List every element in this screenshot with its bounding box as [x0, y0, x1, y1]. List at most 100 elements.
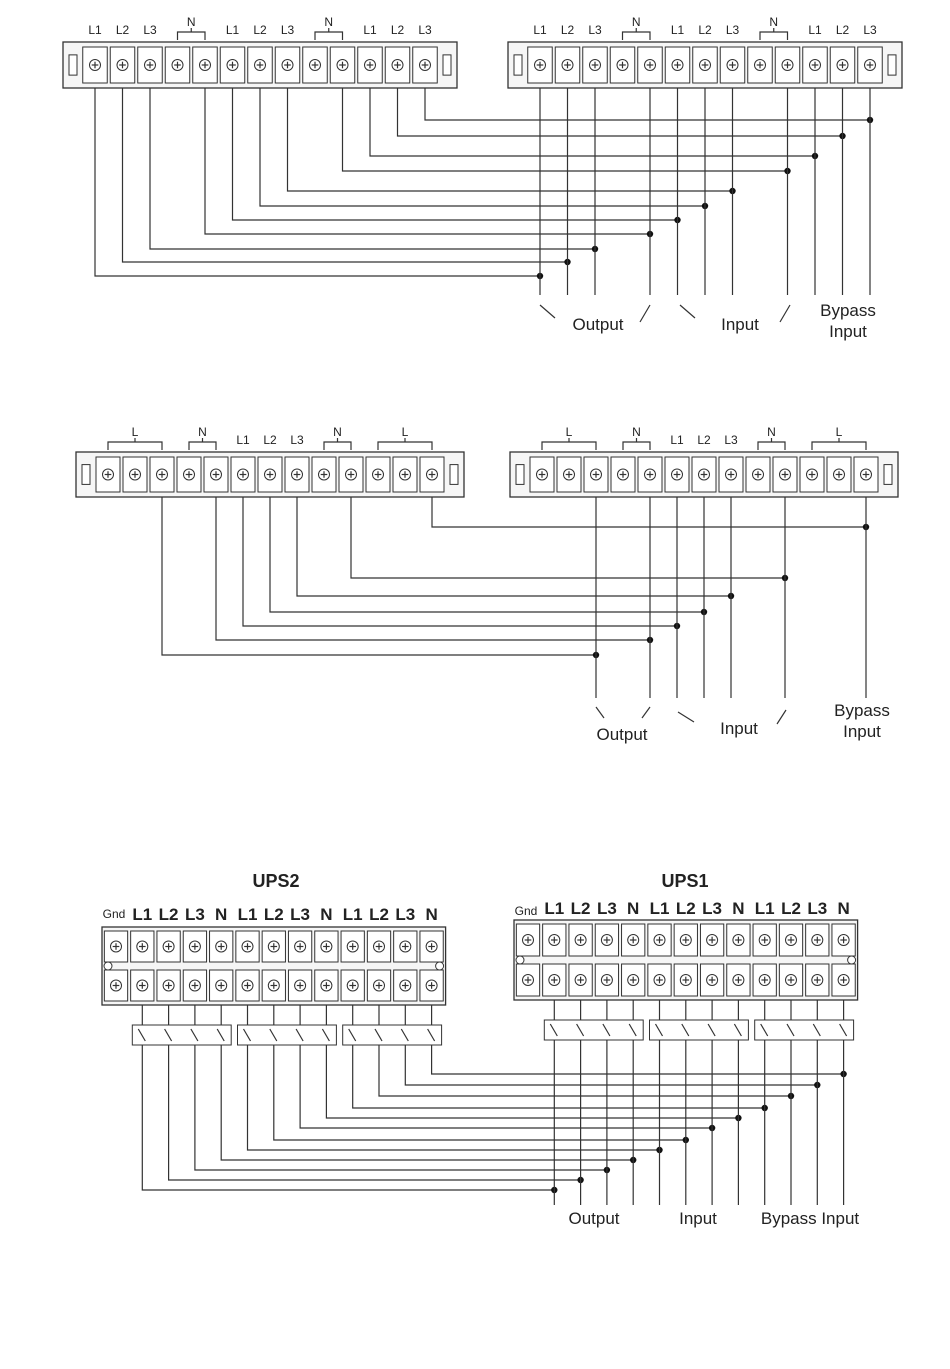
breaker-box-ups1 [650, 1020, 749, 1040]
wire-left-to-right [351, 497, 785, 578]
wire-left-to-right [343, 88, 788, 171]
wire-left-to-right [221, 1045, 633, 1160]
terminal-label: N [324, 15, 333, 29]
mounting-tab [450, 465, 458, 485]
terminal-label: L2 [697, 433, 711, 447]
terminal-label: L3 [395, 905, 415, 924]
label-bracket [178, 32, 206, 40]
mounting-tab [443, 55, 451, 75]
ground-mark-icon [104, 962, 112, 970]
terminal-label: N [767, 425, 776, 439]
breaker-box-ups2 [238, 1025, 337, 1045]
terminal-label: L [132, 425, 139, 439]
terminal-label: L3 [588, 23, 602, 37]
terminal-label: N [627, 899, 639, 918]
wire-left-to-right [370, 88, 815, 156]
terminal-strip-left [76, 452, 464, 497]
wire-left-to-right [205, 88, 650, 234]
terminal-label: L2 [264, 905, 284, 924]
terminal-label: L3 [702, 899, 722, 918]
group-label-line: Bypass [820, 301, 876, 320]
terminal-label: L3 [724, 433, 738, 447]
terminal-label: L3 [143, 23, 157, 37]
terminal-label: N [320, 905, 332, 924]
group-tick [642, 707, 650, 718]
terminal-label: L2 [391, 23, 405, 37]
terminal-label: L3 [185, 905, 205, 924]
group-tick [777, 710, 786, 724]
mounting-tab [516, 465, 524, 485]
terminal-strip-left [63, 42, 457, 88]
terminal-label-gnd: Gnd [103, 907, 126, 921]
mounting-tab [888, 55, 896, 75]
group-label-bypass-input: Bypass Input [761, 1209, 860, 1228]
group-label-output: Output [568, 1209, 619, 1228]
wire-left-to-right [353, 1045, 765, 1108]
terminal-label: L3 [281, 23, 295, 37]
breaker-box-ups2 [132, 1025, 231, 1045]
terminal-label: L3 [807, 899, 827, 918]
terminal-label: L [566, 425, 573, 439]
group-label-bypass-input: BypassInput [820, 301, 876, 341]
wire-left-to-right [432, 497, 866, 527]
diagram-single-phase-terminals: LNL1L2L3NLLNL1L2L3NLOutputInputBypassInp… [76, 425, 898, 744]
group-tick [596, 707, 604, 718]
terminal-label: L2 [369, 905, 389, 924]
terminal-label: L1 [363, 23, 377, 37]
wire-left-to-right [326, 1045, 738, 1118]
terminal-label: L3 [290, 433, 304, 447]
terminal-label: L1 [533, 23, 547, 37]
terminal-label: N [837, 899, 849, 918]
group-label-input: Input [720, 719, 758, 738]
terminal-strip-right [510, 452, 898, 497]
terminal-label: N [632, 15, 641, 29]
terminal-label: N [732, 899, 744, 918]
terminal-label: L3 [863, 23, 877, 37]
terminal-label: L [836, 425, 843, 439]
group-label-line: Input [829, 322, 867, 341]
wire-left-to-right [405, 1045, 817, 1085]
label-bracket [324, 442, 351, 450]
terminal-strip-right [508, 42, 902, 88]
group-tick [540, 305, 555, 318]
label-bracket [189, 442, 216, 450]
wire-left-to-right [398, 88, 843, 136]
terminal-label: L2 [263, 433, 277, 447]
ups-title-left: UPS2 [252, 871, 299, 891]
breaker-box-ups1 [755, 1020, 854, 1040]
label-bracket [623, 442, 650, 450]
terminal-label: L1 [755, 899, 775, 918]
label-bracket [378, 442, 432, 450]
label-bracket [108, 442, 162, 450]
mounting-tab [514, 55, 522, 75]
wire-left-to-right [260, 88, 705, 206]
terminal-label: L2 [159, 905, 179, 924]
breaker-box-ups2 [343, 1025, 442, 1045]
wire-left-to-right [297, 497, 731, 596]
label-bracket [623, 32, 651, 40]
terminal-label: L1 [808, 23, 822, 37]
wire-left-to-right [95, 88, 540, 276]
terminal-label: N [198, 425, 207, 439]
terminal-label: L2 [836, 23, 850, 37]
group-tick [680, 305, 695, 318]
terminal-label: L1 [544, 899, 564, 918]
terminal-label: L1 [650, 899, 670, 918]
mounting-tab [884, 465, 892, 485]
terminal-label: L3 [597, 899, 617, 918]
diagram-parallel-ups-terminals: UPS2UPS1GndL1L2L3NL1L2L3NL1L2L3NGndL1L2L… [102, 871, 859, 1228]
mounting-tab [82, 465, 90, 485]
terminal-label: N [215, 905, 227, 924]
diagram-three-phase-terminals: L1L2L3NL1L2L3NL1L2L3L1L2L3NL1L2L3NL1L2L3… [63, 15, 902, 341]
terminal-label: L2 [781, 899, 801, 918]
terminal-label: L1 [236, 433, 250, 447]
terminal-label: N [769, 15, 778, 29]
group-tick [640, 305, 650, 322]
terminal-label: L2 [571, 899, 591, 918]
terminal-label: L1 [343, 905, 363, 924]
label-bracket [315, 32, 343, 40]
wire-left-to-right [288, 88, 733, 191]
ups-title-right: UPS1 [661, 871, 708, 891]
